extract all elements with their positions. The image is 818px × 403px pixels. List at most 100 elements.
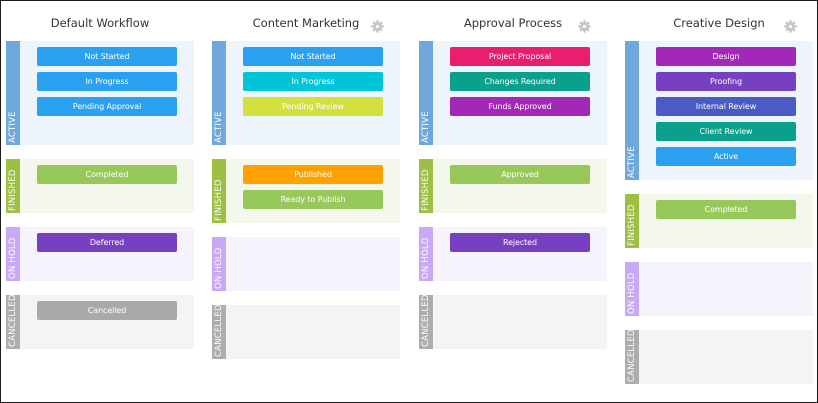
section-label: ACTIVE [421, 111, 431, 143]
section-label: CANCELLED [214, 304, 224, 357]
section-drop-zone[interactable]: Rejected [433, 227, 607, 281]
section-side-bar: FINISHED [6, 159, 20, 213]
section-onhold: ON HOLD Rejected [419, 227, 607, 281]
section-finished: FINISHED Completed [6, 159, 194, 213]
section-drop-zone[interactable] [639, 330, 813, 384]
status-pill[interactable]: Active [656, 147, 796, 166]
section-side-bar: FINISHED [212, 159, 226, 223]
status-pill[interactable]: Published [243, 165, 383, 184]
section-onhold: ON HOLD [625, 262, 813, 316]
section-drop-zone[interactable] [433, 295, 607, 349]
section-side-bar: ACTIVE [6, 41, 20, 145]
status-pill[interactable]: Not Started [243, 47, 383, 66]
section-side-bar: FINISHED [419, 159, 433, 213]
workflow-header: Content Marketing [212, 1, 400, 41]
status-pill[interactable]: Completed [37, 165, 177, 184]
status-pill[interactable]: Deferred [37, 233, 177, 252]
status-pill[interactable]: Pending Review [243, 97, 383, 116]
section-cancelled: CANCELLED Cancelled [6, 294, 194, 349]
section-side-bar: ON HOLD [625, 262, 639, 316]
section-side-bar: CANCELLED [625, 329, 639, 384]
workflow-title: Default Workflow [50, 16, 150, 30]
section-finished: FINISHED Approved [419, 159, 607, 213]
status-pill[interactable]: Project Proposal [450, 47, 590, 66]
section-side-bar: ON HOLD [212, 237, 226, 291]
section-drop-zone[interactable] [226, 237, 400, 291]
status-pill[interactable]: Design [656, 47, 796, 66]
section-side-bar: FINISHED [625, 194, 639, 248]
status-pill[interactable]: In Progress [243, 72, 383, 91]
section-side-bar: CANCELLED [212, 304, 226, 359]
section-label: ON HOLD [627, 272, 637, 314]
workflow-header: Default Workflow [6, 1, 194, 41]
section-drop-zone[interactable]: Approved [433, 159, 607, 213]
section-drop-zone[interactable]: Deferred [20, 227, 194, 281]
section-drop-zone[interactable] [226, 305, 400, 359]
gear-icon[interactable] [578, 18, 591, 33]
section-label: FINISHED [421, 169, 431, 211]
gear-icon[interactable] [784, 18, 797, 33]
section-label: FINISHED [627, 204, 637, 246]
workflow-header: Approval Process [419, 1, 607, 41]
section-side-bar: ON HOLD [419, 227, 433, 281]
workflow-title: Creative Design [673, 16, 765, 30]
workflow-header: Creative Design [625, 1, 813, 41]
section-onhold: ON HOLD [212, 237, 400, 291]
status-pill[interactable]: Completed [656, 200, 796, 219]
section-side-bar: CANCELLED [6, 294, 20, 349]
section-drop-zone[interactable]: Completed [20, 159, 194, 213]
section-side-bar: CANCELLED [419, 294, 433, 349]
section-label: FINISHED [214, 179, 224, 221]
status-pill[interactable]: Funds Approved [450, 97, 590, 116]
status-pill[interactable]: Approved [450, 165, 590, 184]
status-pill[interactable]: In Progress [37, 72, 177, 91]
section-side-bar: ON HOLD [6, 227, 20, 281]
status-pill[interactable]: Rejected [450, 233, 590, 252]
section-side-bar: ACTIVE [419, 41, 433, 145]
section-label: CANCELLED [8, 294, 18, 347]
status-pill[interactable]: Internal Review [656, 97, 796, 116]
workflow-title: Approval Process [463, 16, 563, 30]
section-label: CANCELLED [421, 294, 431, 347]
status-pill[interactable]: Cancelled [37, 301, 177, 320]
section-label: ACTIVE [627, 146, 637, 178]
section-drop-zone[interactable] [639, 262, 813, 316]
section-cancelled: CANCELLED [212, 304, 400, 359]
workflow-title: Content Marketing [252, 16, 360, 30]
section-drop-zone[interactable]: Cancelled [20, 295, 194, 349]
section-label: ON HOLD [421, 237, 431, 279]
gear-icon[interactable] [371, 18, 384, 33]
section-cancelled: CANCELLED [625, 329, 813, 384]
status-pill[interactable]: Client Review [656, 122, 796, 141]
status-pill[interactable]: Pending Approval [37, 97, 177, 116]
status-pill[interactable]: Ready to Publish [243, 190, 383, 209]
status-pill[interactable]: Changes Required [450, 72, 590, 91]
section-side-bar: ACTIVE [625, 41, 639, 180]
status-pill[interactable]: Proofing [656, 72, 796, 91]
section-label: ON HOLD [214, 247, 224, 289]
status-pill[interactable]: Not Started [37, 47, 177, 66]
section-label: FINISHED [8, 169, 18, 211]
section-side-bar: ACTIVE [212, 41, 226, 145]
section-label: ON HOLD [8, 237, 18, 279]
section-finished: FINISHED Completed [625, 194, 813, 248]
section-drop-zone[interactable]: Completed [639, 194, 813, 248]
section-cancelled: CANCELLED [419, 294, 607, 349]
section-label: CANCELLED [627, 329, 637, 382]
section-onhold: ON HOLD Deferred [6, 227, 194, 281]
section-label: ACTIVE [214, 111, 224, 143]
